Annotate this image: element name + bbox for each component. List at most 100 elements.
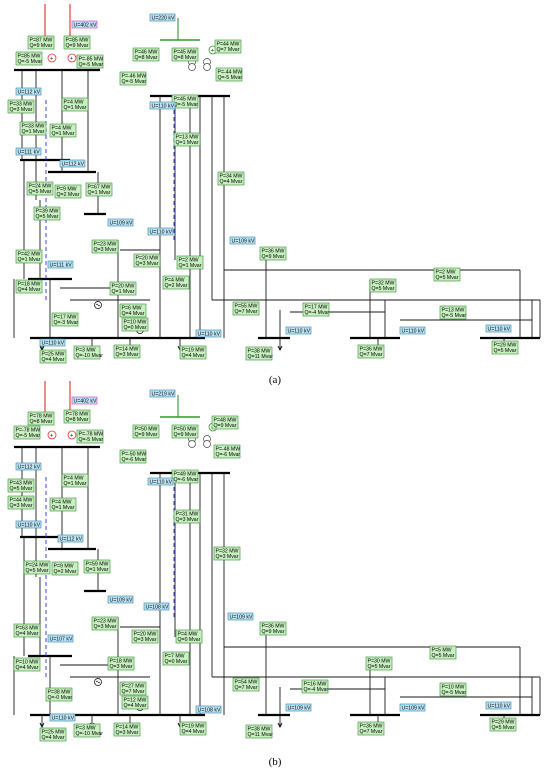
caption-a: (a) bbox=[269, 374, 282, 386]
flow-label-text: P=24 MW bbox=[26, 562, 49, 568]
voltage-label-box bbox=[143, 602, 170, 611]
voltage-label: U=108 kV bbox=[146, 604, 169, 610]
flow-label-text: Q=4 Mvar bbox=[16, 631, 39, 637]
voltage-label-box bbox=[147, 227, 174, 236]
flow-label-text: P=-46 MW bbox=[122, 73, 147, 79]
flow-label-text: P=2 MW bbox=[179, 257, 199, 263]
flow-label-text: Q=1 Mvar bbox=[179, 263, 202, 269]
flow-label-text: Q=4 Mvar bbox=[16, 665, 39, 671]
flow-label-text: P=55 MW bbox=[235, 303, 258, 309]
generator-label-box bbox=[27, 411, 55, 426]
flow-label-text: Q=7 Mvar bbox=[235, 309, 258, 315]
flow-label-text: Q=1 Mvar bbox=[52, 505, 75, 511]
flow-label-text: P=10 MW bbox=[124, 319, 147, 325]
voltage-label: U=110 kV bbox=[488, 326, 511, 332]
flow-label-text: Q=-5 Mvar bbox=[79, 62, 104, 68]
flow-label-text: Q=3 Mvar bbox=[94, 247, 117, 253]
flow-label-text: P=29 MW bbox=[494, 342, 517, 348]
flow-label-text: P=13 MW bbox=[176, 134, 199, 140]
voltage-label-box bbox=[71, 396, 98, 405]
flow-label-box bbox=[365, 656, 393, 671]
flow-label-text: P=13 MW bbox=[442, 307, 465, 313]
flow-label-text: P=32 MW bbox=[372, 280, 395, 286]
generator-label-text: Q=9 Mvar bbox=[30, 43, 53, 49]
transformer-icon bbox=[188, 63, 196, 71]
voltage-label: U=111 kV bbox=[18, 149, 41, 155]
flow-label-text: Q=7 Mvar bbox=[122, 689, 145, 695]
voltage-label-box bbox=[47, 260, 74, 269]
flow-label-box bbox=[439, 682, 467, 697]
flow-label-text: Q=5 Mvar bbox=[372, 286, 395, 292]
flow-label-text: P=33 MW bbox=[22, 123, 45, 129]
compensator-wave-icon bbox=[95, 680, 101, 684]
flow-label-box bbox=[61, 97, 89, 112]
flow-label-text: P=24 MW bbox=[29, 183, 52, 189]
voltage-label-box bbox=[147, 477, 174, 486]
flow-label-text: P=67 MW bbox=[88, 184, 111, 190]
flow-label-text: P=10 MW bbox=[16, 659, 39, 665]
flow-label-text: P=18 MW bbox=[110, 658, 133, 664]
flow-label-text: P=5 MW bbox=[432, 647, 452, 653]
flow-label-text: P=85 MW bbox=[18, 53, 41, 59]
flow-label-text: P=4 MW bbox=[178, 631, 198, 637]
flow-label-box bbox=[91, 616, 119, 631]
voltage-label-box bbox=[399, 326, 426, 335]
load-arrow-icon bbox=[277, 345, 283, 352]
generator-icon bbox=[67, 53, 77, 63]
flow-label-box bbox=[302, 302, 330, 317]
flow-label-box bbox=[19, 121, 47, 136]
flow-label-text: Q=5 Mvar bbox=[36, 214, 59, 220]
flow-label-text: Q=-5 Mvar bbox=[442, 690, 467, 696]
flow-label-text: Q=1 Mvar bbox=[18, 257, 41, 263]
voltage-label: U=110 kV bbox=[150, 229, 173, 235]
flow-label-text: Q=5 Mvar bbox=[26, 568, 49, 574]
flow-label-box bbox=[245, 346, 273, 361]
flow-label-text: Q=11 Mvar bbox=[248, 354, 274, 360]
flow-label-text: Q=3 Mvar bbox=[176, 517, 199, 523]
flow-label-text: Q=8 Mvar bbox=[135, 55, 158, 61]
flow-label-box bbox=[109, 281, 137, 296]
flow-label-box bbox=[245, 724, 273, 739]
flow-label-box bbox=[173, 509, 201, 524]
flow-label-box bbox=[121, 317, 149, 332]
voltage-label-box bbox=[485, 701, 512, 710]
flow-label-text: P=39 MW bbox=[36, 208, 59, 214]
flow-label-text: P=23 MW bbox=[94, 241, 117, 247]
voltage-label-box bbox=[149, 389, 176, 398]
flow-label-text: P=12 MW bbox=[124, 697, 147, 703]
flow-label-box bbox=[73, 345, 101, 360]
generator-label-box bbox=[27, 35, 55, 50]
voltage-label: U=402 kV bbox=[74, 22, 97, 28]
generator-label-text: Q=9 Mvar bbox=[66, 43, 89, 49]
flow-label-box bbox=[76, 54, 104, 69]
flow-label-text: Q=9 Mvar bbox=[214, 423, 237, 429]
voltage-label: U=110 kV bbox=[52, 715, 75, 721]
flow-label-text: P=-78 MW bbox=[16, 427, 41, 433]
flow-label-text: Q=5 Mvar bbox=[494, 348, 517, 354]
flow-label-text: P=10 MW bbox=[442, 684, 465, 690]
flow-label-text: Q=4 Mvar bbox=[220, 179, 243, 185]
voltage-label: U=109 kV bbox=[288, 705, 311, 711]
voltage-label: U=110 kV bbox=[18, 522, 41, 528]
flow-label-text: P=17 MW bbox=[305, 304, 328, 310]
flow-label-text: Q=3 Mvar bbox=[116, 730, 139, 736]
voltage-label-box bbox=[485, 324, 512, 333]
flow-label-text: P=20 MW bbox=[134, 631, 157, 637]
generator-symbol-icon: + bbox=[70, 56, 73, 62]
flow-label-box bbox=[23, 560, 51, 575]
flow-label-text: Q=8 Mvar bbox=[174, 55, 197, 61]
flow-label-text: Q=-5 Mvar bbox=[16, 433, 41, 439]
generator-icon bbox=[47, 430, 57, 440]
flow-label-text: Q=5 Mvar bbox=[432, 653, 455, 659]
flow-label-box bbox=[489, 717, 517, 732]
flow-label-box bbox=[357, 344, 385, 359]
transformer-icon bbox=[203, 63, 211, 71]
voltage-label-box bbox=[49, 713, 76, 722]
flow-label-box bbox=[85, 182, 113, 197]
flow-label-text: P=-78 MW bbox=[79, 431, 104, 437]
flow-label-box bbox=[13, 623, 41, 638]
flow-label-text: P=43 MW bbox=[10, 480, 33, 486]
voltage-label: U=112 kV bbox=[60, 536, 83, 542]
flow-label-box bbox=[429, 645, 457, 660]
flow-label-text: Q=1 Mvar bbox=[64, 105, 87, 111]
